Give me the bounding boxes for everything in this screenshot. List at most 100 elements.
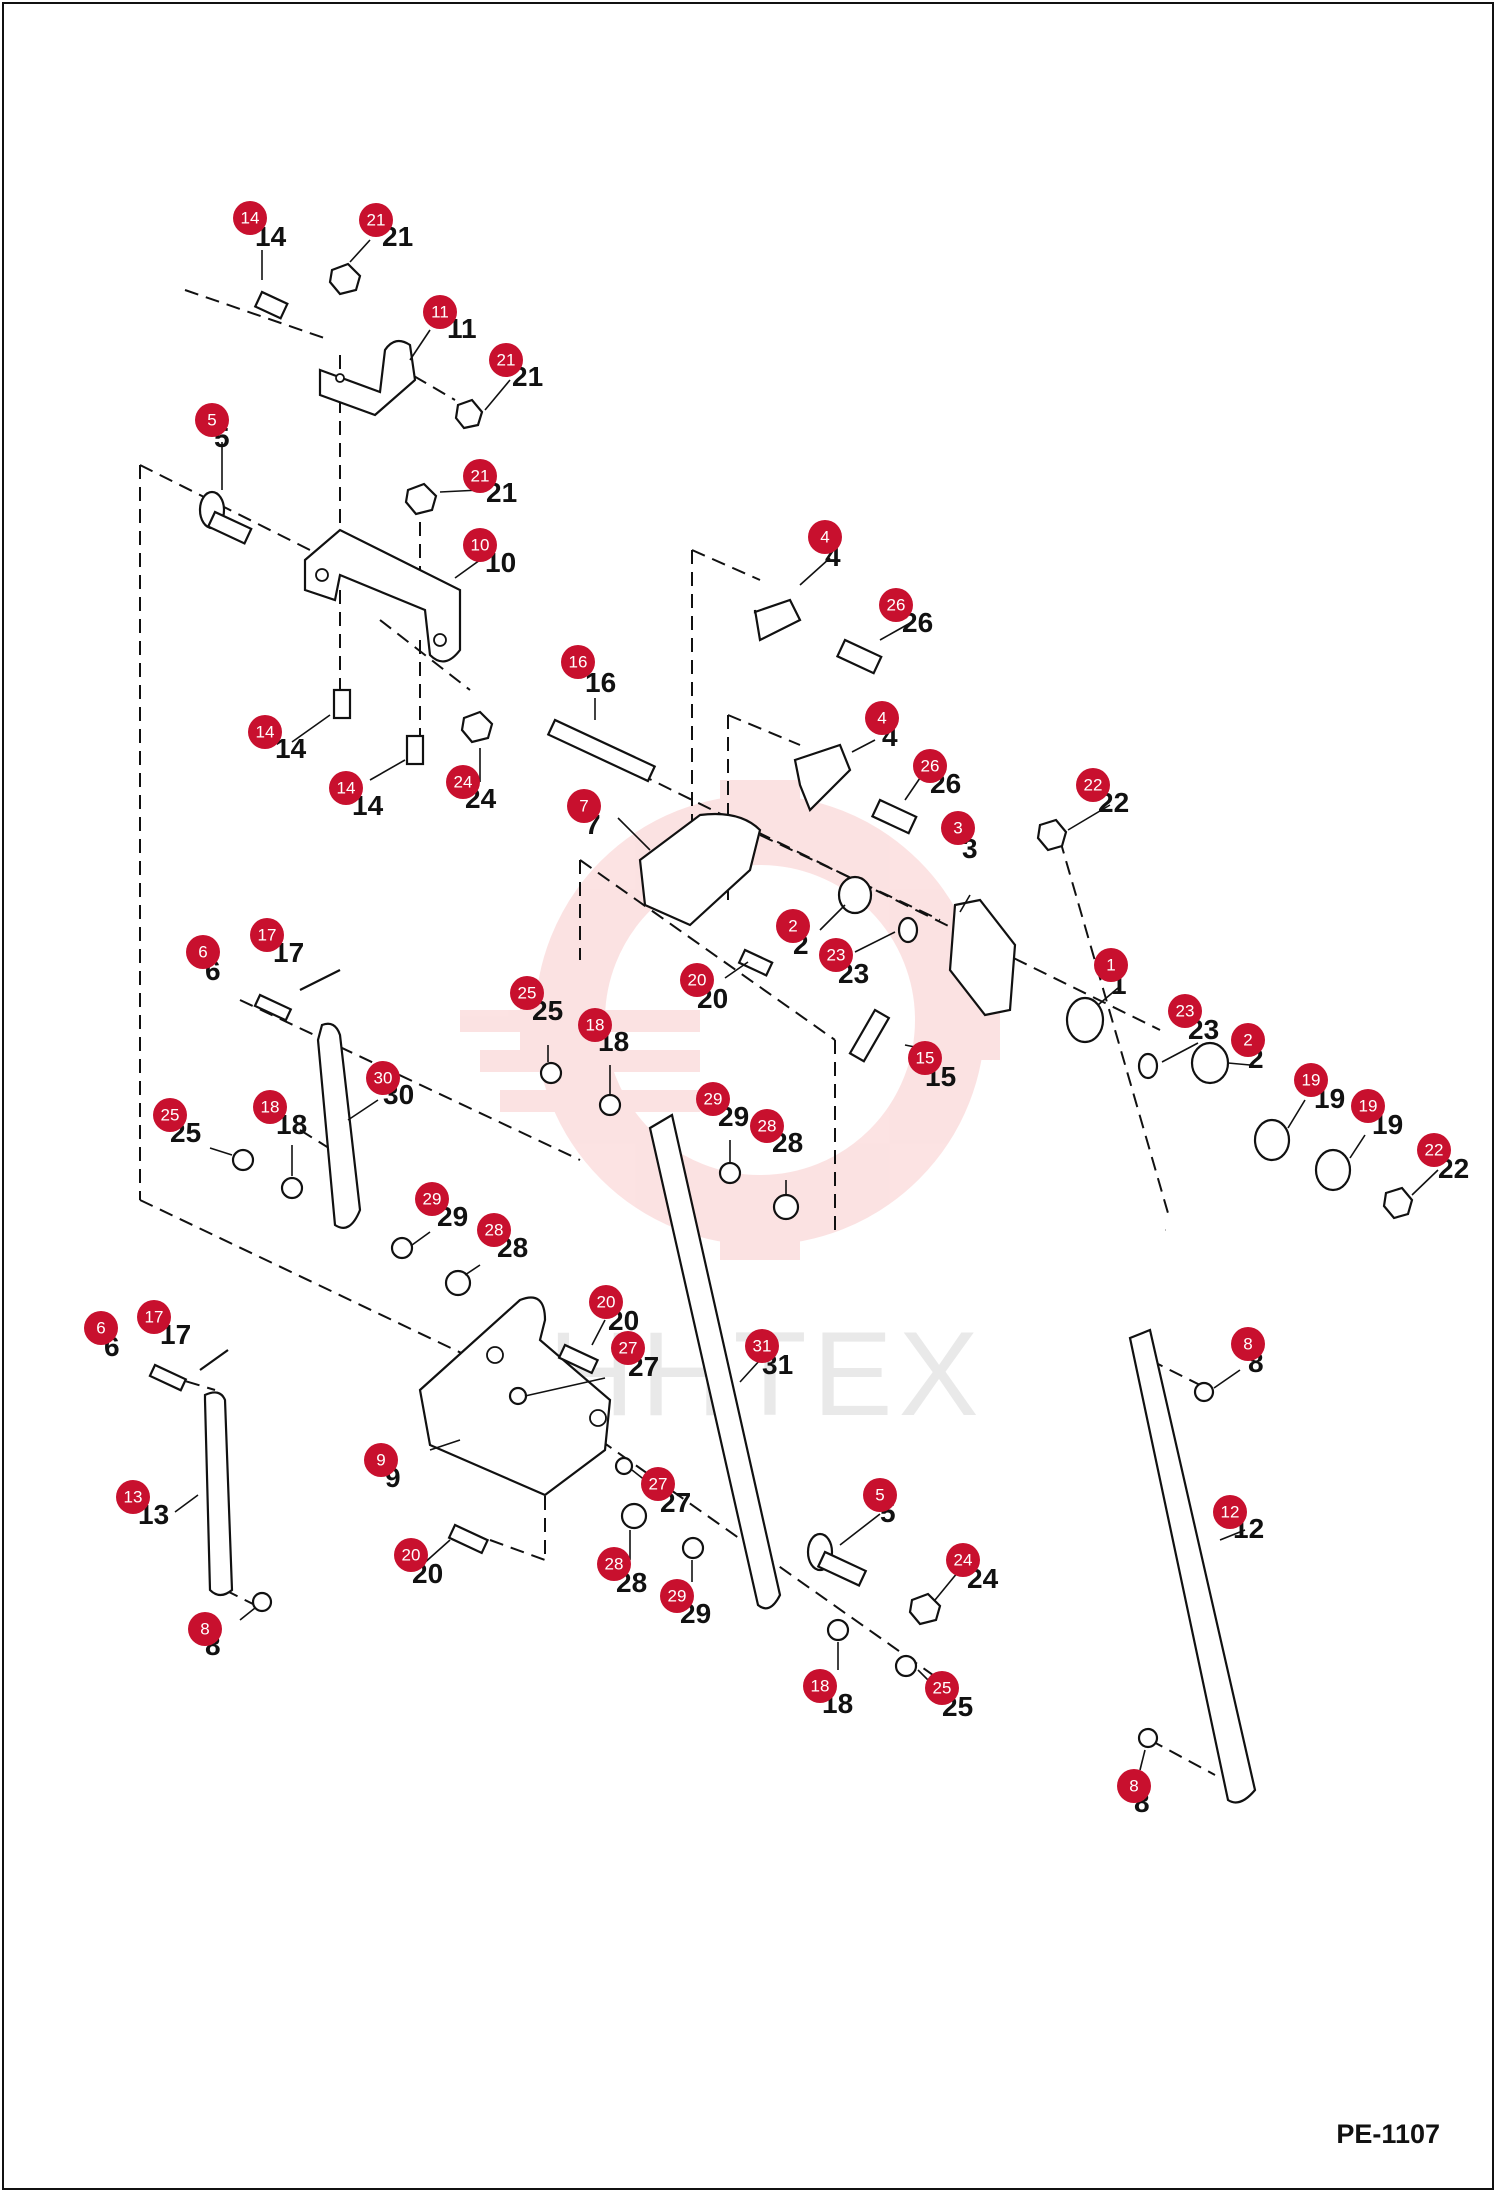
callout-badge-label: 14 — [256, 723, 275, 742]
callout-badge-label: 6 — [198, 943, 207, 962]
callout-badge-icon — [611, 1331, 645, 1365]
callout-badge-icon — [567, 789, 601, 823]
callout-badge-label: 17 — [145, 1308, 164, 1327]
callout-badge-label: 2 — [1243, 1031, 1252, 1050]
callout-badge-icon — [946, 1543, 980, 1577]
callout-badge-label: 13 — [124, 1488, 143, 1507]
callout-badge-label: 22 — [1084, 776, 1103, 795]
callout-badge-label: 3 — [953, 819, 962, 838]
callout-c2b: 22 — [1231, 1023, 1265, 1074]
callout-c8a: 88 — [1231, 1327, 1265, 1378]
callout-badge-icon — [116, 1480, 150, 1514]
bracket-10 — [303, 528, 462, 663]
bolt-16 — [546, 718, 657, 783]
callout-badge-icon — [1076, 768, 1110, 802]
washer-18-b — [280, 1176, 304, 1200]
callout-badge-icon — [415, 1182, 449, 1216]
pivot-pin-5-low — [806, 1532, 868, 1587]
callout-badge-icon — [776, 909, 810, 943]
nut-24-low — [908, 1592, 942, 1626]
callout-badge-label: 23 — [1176, 1002, 1195, 1021]
leader-lines — [174, 239, 1439, 1771]
callout-badge-icon — [463, 459, 497, 493]
callout-badge-label: 24 — [454, 773, 473, 792]
callout-badge-label: 8 — [1129, 1777, 1138, 1796]
bolt-20-low — [447, 1523, 490, 1555]
callout-badge-label: 20 — [688, 971, 707, 990]
callout-badge-label: 27 — [619, 1339, 638, 1358]
callout-badge-label: 25 — [518, 984, 537, 1003]
callout-badge-label: 21 — [367, 211, 386, 230]
callout-badge-icon — [908, 1041, 942, 1075]
bracket-4-top — [753, 598, 802, 642]
parts — [148, 262, 1414, 1804]
nut-22-right — [1382, 1186, 1414, 1220]
link-31 — [648, 1113, 782, 1610]
nut-25-a — [539, 1061, 563, 1085]
nut-21-mid — [404, 482, 438, 516]
callout-c3: 33 — [941, 811, 978, 864]
bolt-15 — [848, 1008, 891, 1063]
callout-c8c: 88 — [1117, 1769, 1151, 1818]
callout-badge-label: 21 — [497, 351, 516, 370]
page-code: PE-1107 — [1336, 2119, 1440, 2149]
callout-badge-label: 22 — [1425, 1141, 1444, 1160]
bolt-26-top — [835, 638, 883, 675]
callout-badge-label: 24 — [954, 1551, 973, 1570]
callout-badge-icon — [1213, 1495, 1247, 1529]
callout-badge-icon — [1094, 948, 1128, 982]
link-12 — [1128, 1328, 1257, 1804]
callout-badge-label: 27 — [649, 1475, 668, 1494]
cotter-17-top — [299, 969, 341, 991]
callout-badge-label: 26 — [887, 596, 906, 615]
callout-badge-icon — [561, 645, 595, 679]
nut-8-right-top — [1193, 1381, 1215, 1403]
pivot-pin-5-top — [198, 490, 253, 545]
washer-18-c — [826, 1618, 850, 1642]
callout-badge-label: 2 — [788, 917, 797, 936]
bolt-14-mid — [332, 688, 352, 720]
callout-c8b: 88 — [188, 1612, 222, 1661]
callout-badge-label: 5 — [875, 1486, 884, 1505]
callout-badge-icon — [510, 976, 544, 1010]
callout-badge-label: 8 — [200, 1620, 209, 1639]
callout-badge-icon — [329, 771, 363, 805]
bearing-28-a — [772, 1193, 800, 1221]
callout-badge-icon — [819, 938, 853, 972]
nut-25-b — [231, 1148, 255, 1172]
callout-badge-icon — [863, 1478, 897, 1512]
callout-badge-label: 29 — [668, 1587, 687, 1606]
callout-c4b: 44 — [865, 701, 899, 752]
bolt-20-mid — [737, 948, 774, 977]
bolt-20-right — [557, 1343, 600, 1375]
callout-badge-label: 25 — [933, 1679, 952, 1698]
bushing-2-left — [837, 875, 873, 915]
callout-badge-icon — [865, 701, 899, 735]
callout-badge-icon — [589, 1285, 623, 1319]
cotter-17-low — [199, 1349, 229, 1371]
callout-badge-icon — [941, 811, 975, 845]
nut-8-left — [251, 1591, 273, 1613]
callout-badge-icon — [188, 1612, 222, 1646]
callout-badge-label: 29 — [423, 1190, 442, 1209]
callout-c7: 77 — [567, 789, 601, 840]
callout-c6a: 66 — [186, 935, 221, 986]
callout-badge-icon — [808, 520, 842, 554]
callout-badge-icon — [1117, 1769, 1151, 1803]
